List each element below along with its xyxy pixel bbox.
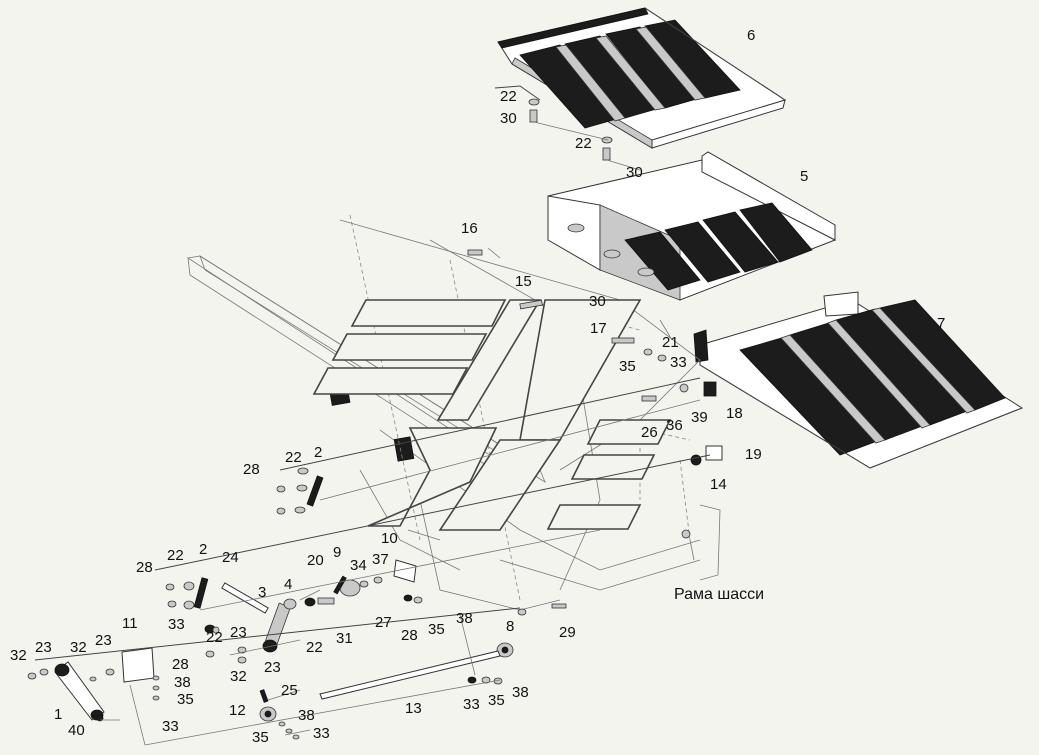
callout-29: 29 [559,624,576,641]
callout-22: 22 [500,88,517,105]
callout-32: 32 [230,668,247,685]
callout-19: 19 [745,446,762,463]
callout-26: 26 [641,424,658,441]
callout-28: 28 [401,627,418,644]
callout-22: 22 [285,449,302,466]
callout-20: 20 [307,552,324,569]
chassis-frame-caption: Рама шасси [674,586,764,603]
callout-35: 35 [177,691,194,708]
callout-9: 9 [333,544,341,561]
callout-22: 22 [167,547,184,564]
part-7-lower-sieve [693,291,1024,469]
callout-38: 38 [456,610,473,627]
callout-13: 13 [405,700,422,717]
callout-40: 40 [68,722,85,739]
callout-30: 30 [500,110,517,127]
callout-27: 27 [375,614,392,631]
callout-2: 2 [199,541,207,558]
callout-3: 3 [258,584,266,601]
callout-25: 25 [281,682,298,699]
callout-16: 16 [461,220,478,237]
watermark-logo [312,299,672,531]
callout-32: 32 [10,647,27,664]
callout-10: 10 [381,530,398,547]
callout-22: 22 [206,629,223,646]
leader-lines [34,85,711,746]
callout-39: 39 [691,409,708,426]
callout-18: 18 [726,405,743,422]
callout-6: 6 [747,27,755,44]
callout-28: 28 [243,461,260,478]
callout-30: 30 [626,164,643,181]
callout-15: 15 [515,273,532,290]
callout-31: 31 [336,630,353,647]
callout-4: 4 [284,576,292,593]
callout-12: 12 [229,702,246,719]
callout-33: 33 [162,718,179,735]
callout-7: 7 [937,315,945,332]
callout-21: 21 [662,334,679,351]
callout-24: 24 [222,549,239,566]
part-13-shaft [319,650,501,700]
callout-38: 38 [298,707,315,724]
callout-1: 1 [54,706,62,723]
callout-5: 5 [800,168,808,185]
callout-2: 2 [314,444,322,461]
callout-23: 23 [95,632,112,649]
callout-38: 38 [174,674,191,691]
callout-36: 36 [666,417,683,434]
callout-22: 22 [306,639,323,656]
callout-32: 32 [70,639,87,656]
callout-33: 33 [168,616,185,633]
callout-11: 11 [122,615,138,632]
fastener-hardware [27,98,723,740]
callout-34: 34 [350,557,367,574]
callout-35: 35 [488,692,505,709]
part-5-middle-sieve [547,151,837,301]
callout-28: 28 [172,656,189,673]
callout-23: 23 [230,624,247,641]
callout-33: 33 [670,354,687,371]
part-6-top-sieve [497,7,787,149]
callout-37: 37 [372,551,389,568]
callout-23: 23 [35,639,52,656]
callout-33: 33 [313,725,330,742]
callout-28: 28 [136,559,153,576]
callout-35: 35 [252,729,269,746]
callout-35: 35 [428,621,445,638]
callout-14: 14 [710,476,727,493]
callout-33: 33 [463,696,480,713]
callout-labels: 1 2 2 3 4 5 6 7 8 9 10 11 12 13 14 15 16… [10,27,945,746]
callout-38: 38 [512,684,529,701]
callout-22: 22 [575,135,592,152]
callout-30: 30 [589,293,606,310]
callout-8: 8 [506,618,514,635]
callout-17: 17 [590,320,607,337]
callout-23: 23 [264,659,281,676]
callout-35: 35 [619,358,636,375]
